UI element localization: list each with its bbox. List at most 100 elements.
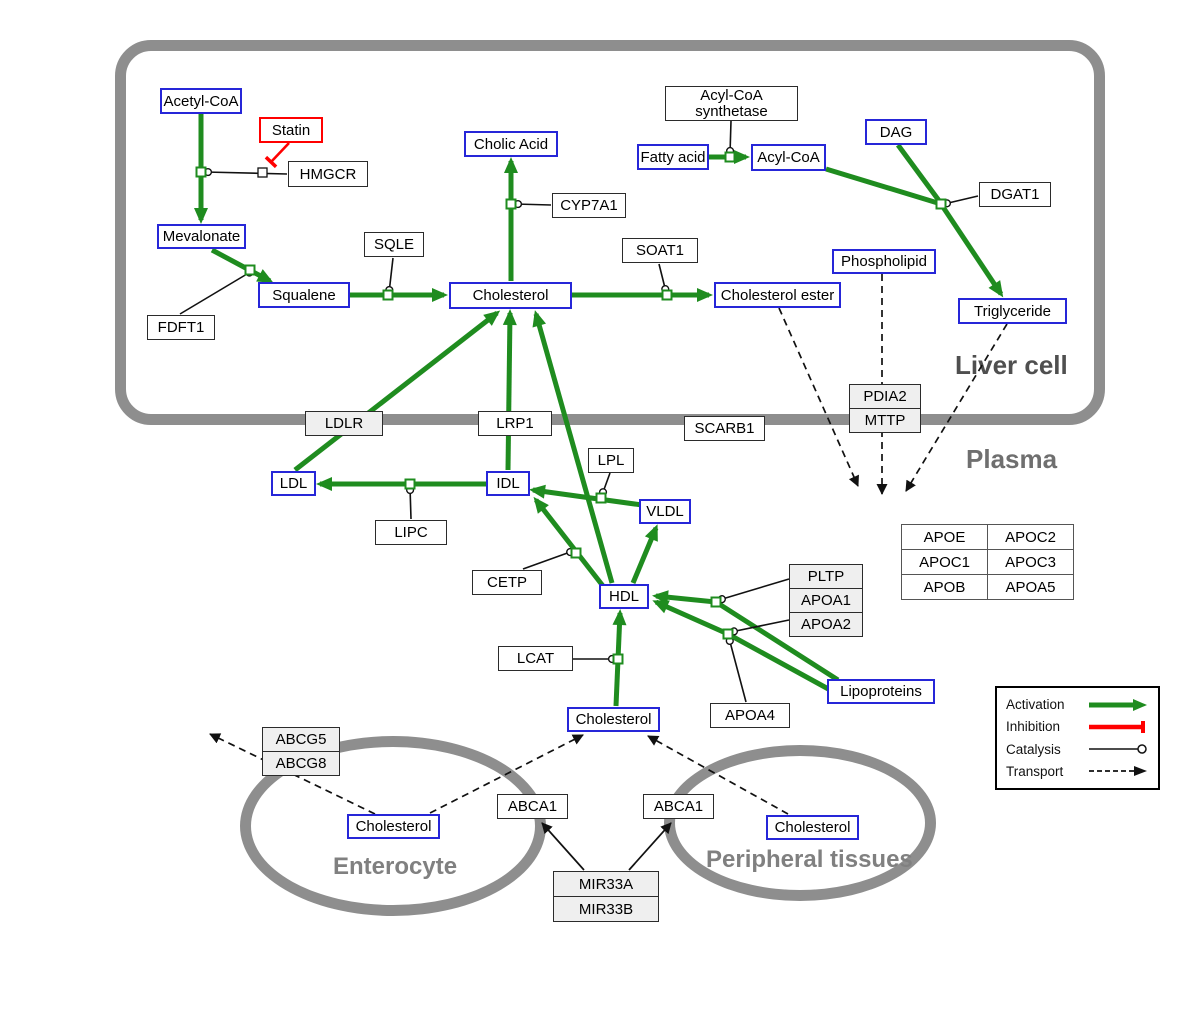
transport-enterocyte-cholesterol-plasma	[429, 734, 584, 814]
plasma-label: Plasma	[966, 444, 1058, 474]
reaction-node	[244, 264, 256, 276]
node-cetp[interactable]: CETP	[472, 570, 542, 595]
catalysis-lpl	[598, 472, 611, 497]
node-lrp1[interactable]: LRP1	[478, 411, 552, 436]
node-abca1-peripheral[interactable]: ABCA1	[643, 794, 714, 819]
inhibition-tbar-icon	[1089, 720, 1145, 733]
catalysis-apoa1-apoa2	[729, 619, 790, 636]
catalysis-edges	[179, 120, 979, 703]
node-dgat1[interactable]: DGAT1	[979, 182, 1051, 207]
legend-transport-label: Transport	[1006, 763, 1064, 779]
catalysis-anchor	[257, 167, 268, 178]
edge-vldl-idl	[529, 484, 643, 508]
edge-dag-junction	[895, 143, 943, 204]
node-fatty-acid[interactable]: Fatty acid	[637, 144, 709, 170]
node-mir33b[interactable]: MIR33B	[553, 896, 659, 922]
node-scarb1[interactable]: SCARB1	[684, 416, 765, 441]
apo-cell-apoc3[interactable]: APOC3	[988, 550, 1074, 575]
acs-line1: Acyl-CoA	[700, 86, 763, 104]
node-abcg5[interactable]: ABCG5	[262, 727, 340, 752]
apo-cell-apoc1[interactable]: APOC1	[902, 550, 988, 575]
node-lipoproteins[interactable]: Lipoproteins	[827, 679, 935, 704]
apo-cell-apoc2[interactable]: APOC2	[988, 525, 1074, 550]
catalysis-dgat1	[942, 195, 979, 208]
activation-arrow-icon	[1089, 698, 1147, 711]
apo-cell-apoa5[interactable]: APOA5	[988, 575, 1074, 600]
apolipoprotein-table: APOE APOC2 APOC1 APOC3 APOB APOA5	[901, 524, 1074, 600]
edge-hdl-vldl	[630, 524, 659, 584]
node-lcat[interactable]: LCAT	[498, 646, 573, 671]
node-pdia2[interactable]: PDIA2	[849, 384, 921, 409]
apo-cell-apob[interactable]: APOB	[902, 575, 988, 600]
catalysis-hmgcr	[203, 167, 288, 177]
legend-activation-label: Activation	[1006, 697, 1065, 712]
legend-row-activation: Activation	[1006, 694, 1149, 715]
regulation-edges	[541, 822, 672, 871]
node-dag[interactable]: DAG	[865, 119, 927, 145]
transport-cholesterol-abcg-excretion	[209, 733, 376, 815]
catalysis-apoa4	[725, 636, 747, 703]
node-cholesterol-enterocyte[interactable]: Cholesterol	[347, 814, 440, 839]
transport-dashed-arrow-icon	[1089, 766, 1147, 777]
reaction-node	[724, 151, 736, 163]
catalysis-fdft1	[179, 268, 254, 315]
node-lpl[interactable]: LPL	[588, 448, 634, 473]
node-apoa1[interactable]: APOA1	[789, 588, 863, 613]
reaction-node	[382, 289, 394, 301]
node-cholesterol-plasma[interactable]: Cholesterol	[567, 707, 660, 732]
node-abcg8[interactable]: ABCG8	[262, 751, 340, 776]
liver-cell-compartment	[115, 40, 1105, 425]
node-statin[interactable]: Statin	[259, 117, 323, 143]
transport-edges	[209, 274, 1008, 815]
reaction-node	[935, 198, 947, 210]
reaction-node-squares	[195, 151, 947, 665]
node-cholesterol-peripheral[interactable]: Cholesterol	[766, 815, 859, 840]
node-triglyceride[interactable]: Triglyceride	[958, 298, 1067, 324]
catalysis-acyl-coa-synthetase	[725, 120, 735, 156]
catalysis-circle-icon	[1089, 744, 1147, 754]
edge-idl-cholesterol	[502, 309, 517, 471]
edge-junction-triglyceride	[938, 202, 1004, 298]
node-apoa2[interactable]: APOA2	[789, 612, 863, 637]
apo-cell-apoe[interactable]: APOE	[902, 525, 988, 550]
inhibition-statin-hmgcr	[264, 142, 290, 169]
node-ldlr[interactable]: LDLR	[305, 411, 383, 436]
legend-inhibition-label: Inhibition	[1006, 719, 1061, 735]
liver-cell-label: Liver cell	[955, 350, 1068, 380]
node-mttp[interactable]: MTTP	[849, 408, 921, 433]
enterocyte-compartment	[240, 736, 546, 916]
node-fdft1[interactable]: FDFT1	[147, 315, 215, 340]
node-sqle[interactable]: SQLE	[364, 232, 424, 257]
node-acetyl-coa[interactable]: Acetyl-CoA	[160, 88, 242, 114]
node-abca1-enterocyte[interactable]: ABCA1	[497, 794, 568, 819]
reaction-node	[195, 166, 207, 178]
node-vldl[interactable]: VLDL	[639, 499, 691, 524]
node-acyl-coa-synthetase[interactable]: Acyl-CoA synthetase	[665, 86, 798, 121]
catalysis-pltp	[717, 578, 790, 604]
node-squalene[interactable]: Squalene	[258, 282, 350, 308]
node-idl[interactable]: IDL	[486, 471, 530, 496]
node-phospholipid[interactable]: Phospholipid	[832, 249, 936, 274]
edge-acylcoa-junction	[825, 166, 942, 207]
node-acyl-coa[interactable]: Acyl-CoA	[751, 144, 826, 171]
edge-mevalonate-squalene	[210, 247, 274, 284]
legend-row-inhibition: Inhibition	[1006, 716, 1149, 737]
node-cholic-acid[interactable]: Cholic Acid	[464, 131, 558, 157]
node-cholesterol-ester[interactable]: Cholesterol ester	[714, 282, 841, 308]
transport-peripheral-cholesterol-plasma	[647, 735, 789, 815]
node-pltp[interactable]: PLTP	[789, 564, 863, 589]
node-ldl[interactable]: LDL	[271, 471, 316, 496]
node-hdl[interactable]: HDL	[599, 584, 649, 609]
node-cholesterol-liver[interactable]: Cholesterol	[449, 282, 572, 309]
node-soat1[interactable]: SOAT1	[622, 238, 698, 263]
node-lipc[interactable]: LIPC	[375, 520, 447, 545]
node-cyp7a1[interactable]: CYP7A1	[552, 193, 626, 218]
legend-row-catalysis: Catalysis	[1006, 739, 1149, 760]
transport-cholesterolester-plasma	[778, 307, 859, 487]
node-apoa4[interactable]: APOA4	[710, 703, 790, 728]
node-mevalonate[interactable]: Mevalonate	[157, 224, 246, 249]
node-hmgcr[interactable]: HMGCR	[288, 161, 368, 187]
reaction-node	[570, 547, 582, 559]
node-mir33a[interactable]: MIR33A	[553, 871, 659, 897]
